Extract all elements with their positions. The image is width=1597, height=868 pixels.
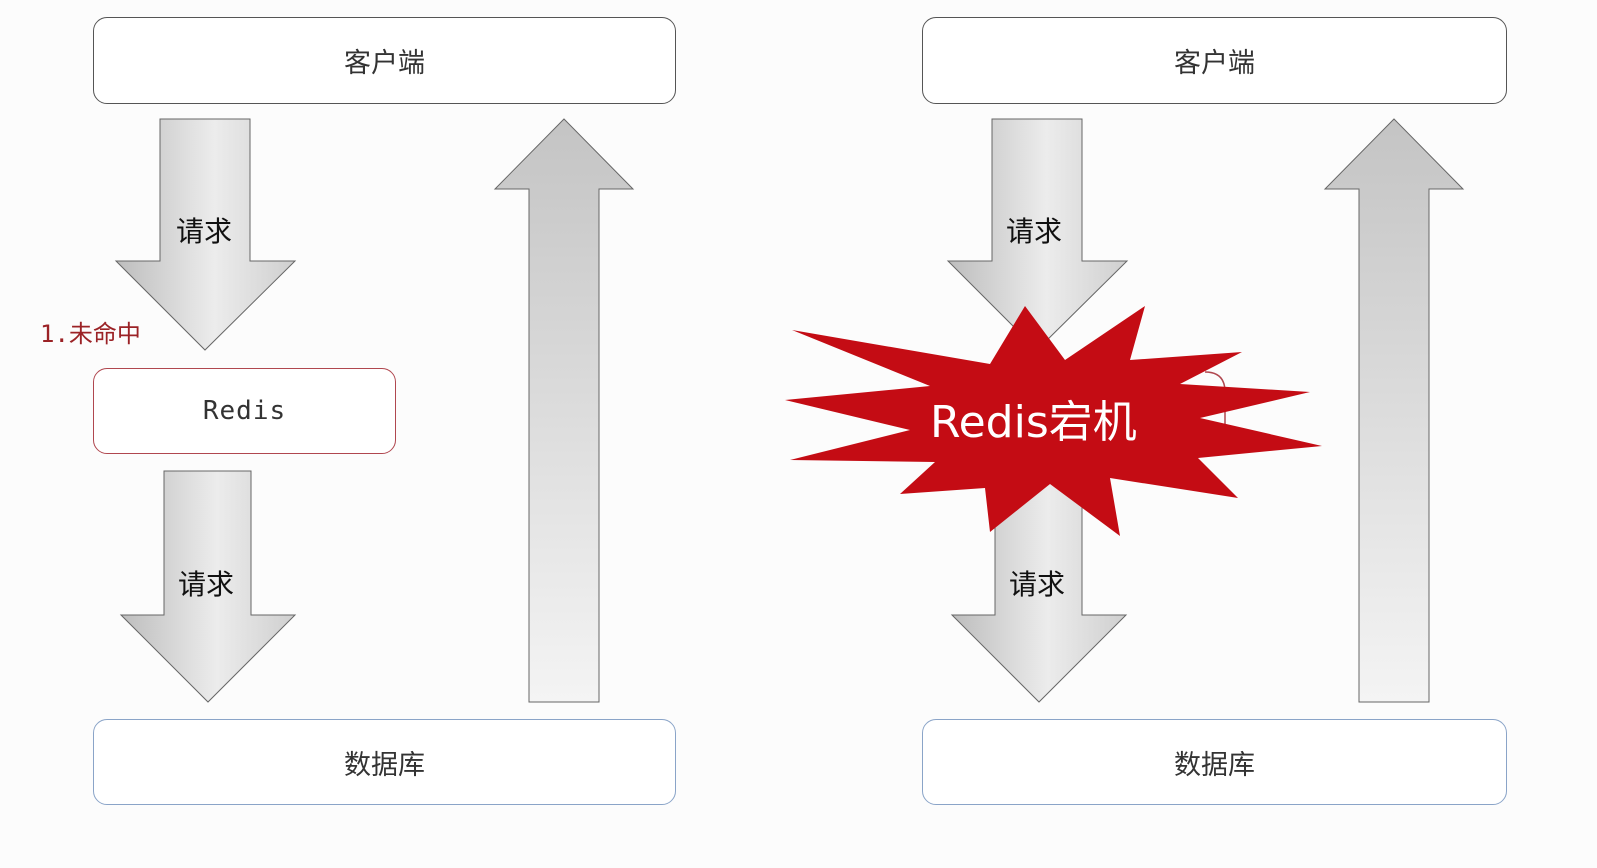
left-request-bottom-label: 请求 — [178, 568, 235, 601]
left-response-up-arrow — [493, 118, 635, 703]
right-client-box: 客户端 — [922, 17, 1507, 104]
left-redis-label: Redis — [202, 396, 287, 426]
left-client-label: 客户端 — [344, 48, 425, 79]
right-database-label: 数据库 — [1174, 749, 1255, 781]
left-miss-label: 1.未命中 — [40, 320, 141, 348]
left-request-top-label: 请求 — [176, 215, 233, 248]
right-database-box: 数据库 — [922, 719, 1507, 805]
left-redis-box: Redis — [93, 368, 396, 454]
right-request-top-label: 请求 — [1006, 215, 1063, 248]
left-request-down-arrow-top — [114, 118, 297, 351]
left-client-box: 客户端 — [93, 17, 676, 104]
right-request-down-arrow-top — [946, 118, 1129, 351]
left-request-down-arrow-bottom — [119, 470, 297, 703]
left-database-box: 数据库 — [93, 719, 676, 805]
left-database-label: 数据库 — [344, 749, 425, 781]
right-client-label: 客户端 — [1174, 48, 1255, 79]
redis-down-label: Redis宕机 — [930, 397, 1137, 448]
right-response-up-arrow — [1323, 118, 1465, 703]
right-request-bottom-label: 请求 — [1009, 568, 1066, 601]
explosion-burst-icon — [785, 306, 1322, 536]
